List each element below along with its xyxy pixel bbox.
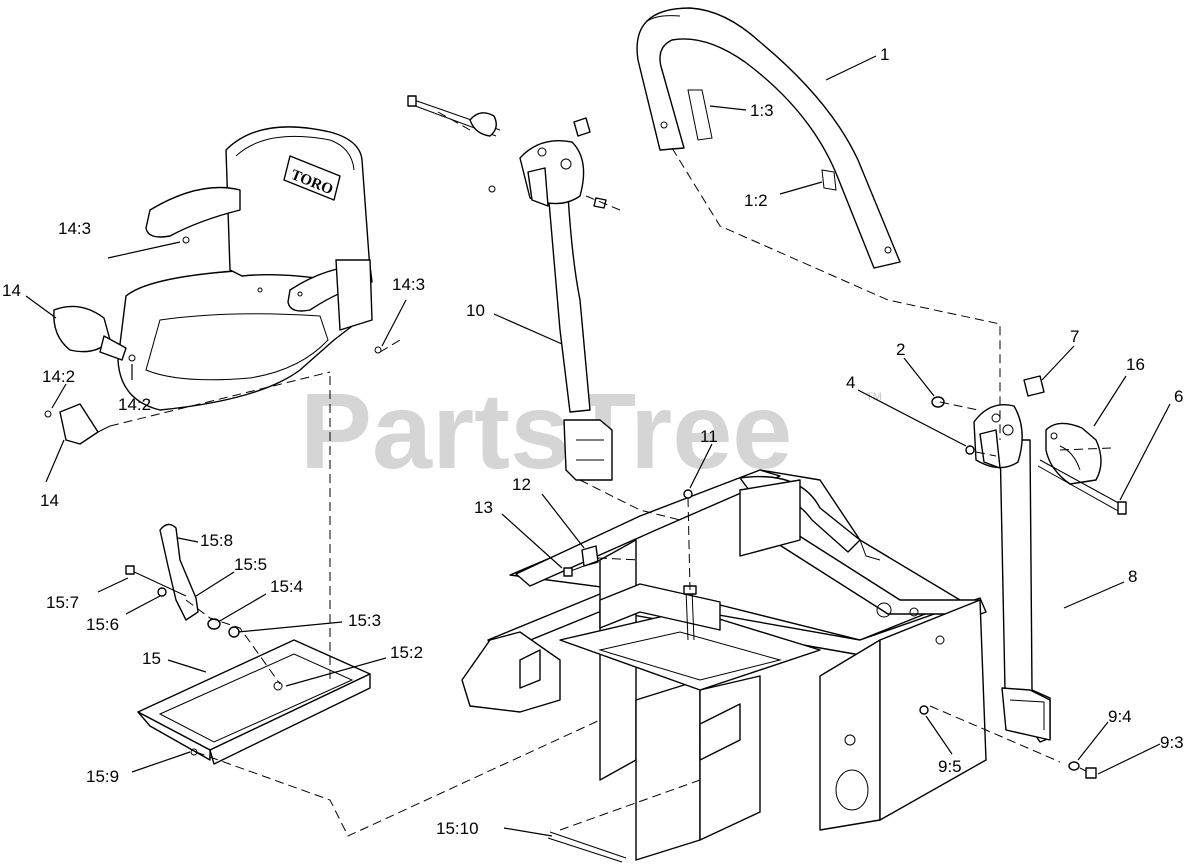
decal-1-3 <box>687 89 713 141</box>
callout-14-bottom[interactable]: 14 <box>40 491 59 510</box>
callout-7[interactable]: 7 <box>1070 327 1079 346</box>
callout-15-8[interactable]: 15:8 <box>200 531 233 550</box>
callout-12[interactable]: 12 <box>512 475 531 494</box>
callout-15[interactable]: 15 <box>142 649 161 668</box>
roll-bar-lower[interactable] <box>999 439 1051 743</box>
callout-1[interactable]: 1 <box>880 45 889 64</box>
callout-14-top[interactable]: 14 <box>2 281 21 300</box>
callout-15-7[interactable]: 15:7 <box>46 593 79 612</box>
callout-14-3-left[interactable]: 14:3 <box>58 219 91 238</box>
rod-15-10[interactable] <box>547 831 627 863</box>
seat-slide-assembly[interactable] <box>137 639 371 765</box>
main-frame[interactable] <box>461 469 987 861</box>
leader-lines <box>25 55 1171 837</box>
decal-1-2 <box>821 169 837 191</box>
callout-15-10[interactable]: 15:10 <box>436 819 479 838</box>
spacer-12[interactable] <box>581 545 599 567</box>
callout-16[interactable]: 16 <box>1126 355 1145 374</box>
callout-9-5[interactable]: 9:5 <box>938 757 962 776</box>
roll-bar-right-pivot[interactable] <box>973 404 1023 469</box>
callout-13[interactable]: 13 <box>474 498 493 517</box>
latch-16[interactable] <box>1045 422 1102 485</box>
washer-2[interactable] <box>931 396 945 408</box>
callout-14-2-left[interactable]: 14:2 <box>42 367 75 386</box>
callout-14-2-right[interactable]: 14:2 <box>118 395 151 414</box>
callout-labels: 1 1:3 1:2 2 7 16 4 6 10 11 12 13 8 9:4 9… <box>2 45 1184 838</box>
roll-bar-left-pivot[interactable] <box>519 140 585 207</box>
seat-belt-buckle[interactable] <box>44 403 111 445</box>
bumper-7[interactable] <box>1023 375 1045 397</box>
bolt-9-3[interactable] <box>1079 767 1097 779</box>
callout-9-3[interactable]: 9:3 <box>1160 733 1184 752</box>
callout-6[interactable]: 6 <box>1174 387 1183 406</box>
watermark: PartsTree TM <box>300 370 882 491</box>
callout-15-2[interactable]: 15:2 <box>390 643 423 662</box>
callout-15-4[interactable]: 15:4 <box>270 577 303 596</box>
bolt-6[interactable] <box>1037 459 1127 515</box>
callout-11[interactable]: 11 <box>700 427 718 446</box>
callout-15-9[interactable]: 15:9 <box>86 767 119 786</box>
callout-15-6[interactable]: 15:6 <box>86 615 119 634</box>
callout-8[interactable]: 8 <box>1128 567 1137 586</box>
washer-9-4[interactable] <box>1068 761 1080 771</box>
seat-belt-retractor[interactable] <box>53 305 136 362</box>
seat-assembly[interactable]: TORO <box>117 126 382 411</box>
callout-2[interactable]: 2 <box>896 340 905 359</box>
callout-4[interactable]: 4 <box>846 373 855 392</box>
seat-hardware-15[interactable] <box>125 565 240 638</box>
callout-1-2[interactable]: 1:2 <box>744 191 768 210</box>
callout-1-3[interactable]: 1:3 <box>750 101 774 120</box>
callout-9-4[interactable]: 9:4 <box>1108 707 1132 726</box>
callout-15-3[interactable]: 15:3 <box>348 611 381 630</box>
roll-bar-left-tube[interactable] <box>547 189 613 481</box>
assembly-lines <box>109 111 1113 837</box>
roll-bar-upper[interactable] <box>636 7 901 269</box>
nut-9-5[interactable] <box>919 705 929 715</box>
seat-lever-15-5[interactable] <box>159 523 199 621</box>
watermark-text: PartsTree <box>300 370 792 491</box>
callout-15-5[interactable]: 15:5 <box>234 555 267 574</box>
bolt-13[interactable] <box>563 559 601 577</box>
callout-10[interactable]: 10 <box>466 301 485 320</box>
nut-4[interactable] <box>965 445 975 455</box>
callout-14-3-right[interactable]: 14:3 <box>392 275 425 294</box>
nut-11[interactable] <box>683 489 693 499</box>
